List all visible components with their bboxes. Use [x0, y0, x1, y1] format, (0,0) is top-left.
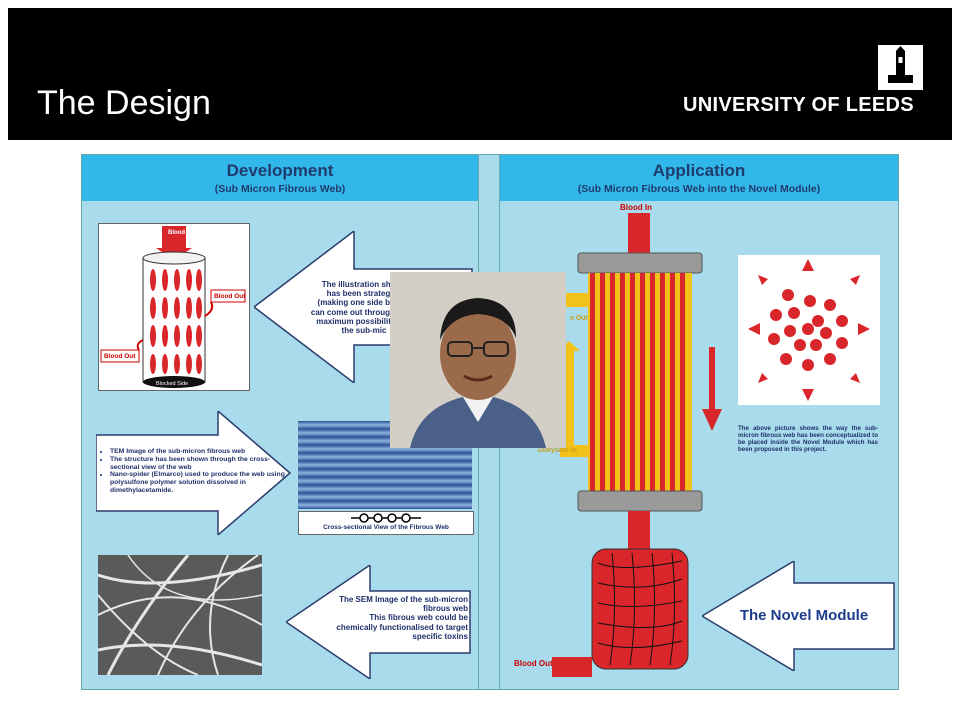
development-title: Development [226, 161, 334, 180]
development-header: Development (Sub Micron Fibrous Web) [82, 155, 478, 201]
parkinson-tower-icon [878, 45, 923, 90]
tem-bullet-list: TEM Image of the sub-micron fibrous web … [100, 448, 286, 495]
application-header: Application (Sub Micron Fibrous Web into… [500, 155, 898, 201]
tube-blood-out-left-label: Blood Out [104, 353, 136, 360]
module-blood-out-label: Blood Out [514, 659, 553, 668]
illustration-text: The illustration shows has been strategi… [310, 280, 418, 335]
cross-section-caption-box: Cross-sectional View of the Fibrous Web [298, 511, 474, 535]
application-title: Application [652, 161, 746, 180]
university-name: UNIVERSITY OF LEEDS [683, 94, 914, 116]
sem-text: The SEM Image of the sub-micron fibrous … [336, 595, 468, 641]
development-subtitle: (Sub Micron Fibrous Web) [214, 183, 346, 195]
slide-header: The Design UNIVERSITY OF LEEDS [8, 8, 952, 140]
tube-diagram: Blood In Blocked Side Blood Out Blood Ou… [98, 223, 250, 391]
dialysate-out-label: e Out [570, 315, 588, 322]
novel-module-label: The Novel Module [739, 607, 869, 624]
tem-bullet: Nano-spider (Elmarco) used to produce th… [110, 471, 286, 494]
dialysate-in-label: Dialysate In [538, 447, 577, 454]
tube-blood-out-right-label: Blood Out [214, 293, 246, 300]
university-logo [878, 45, 923, 90]
tube-blood-in-label: Blood In [168, 230, 192, 236]
left-arrow-sem [286, 565, 471, 679]
novel-module-arrow [702, 561, 895, 671]
slide-title: The Design [37, 84, 211, 122]
cross-section-caption: Cross-sectional View of the Fibrous Web [323, 524, 449, 531]
tem-bullet: The structure has been shown through the… [110, 456, 286, 472]
design-poster: Development (Sub Micron Fibrous Web) App… [81, 154, 899, 690]
spiral-image [738, 255, 880, 405]
sem-image [98, 555, 262, 675]
blocked-side-label: Blocked Side [156, 381, 188, 387]
flow-down-arrow [702, 347, 722, 431]
tem-bullet: TEM Image of the sub-micron fibrous web [110, 448, 286, 456]
dialyser-module [552, 213, 703, 677]
right-arrow-tem [96, 411, 292, 535]
application-subtitle: (Sub Micron Fibrous Web into the Novel M… [577, 183, 821, 195]
presenter-photo [390, 272, 566, 448]
fibrous-web-cross-section-icon [351, 513, 421, 523]
module-description: The above picture shows the way the sub-… [738, 425, 878, 454]
module-blood-in-label: Blood In [620, 203, 652, 212]
